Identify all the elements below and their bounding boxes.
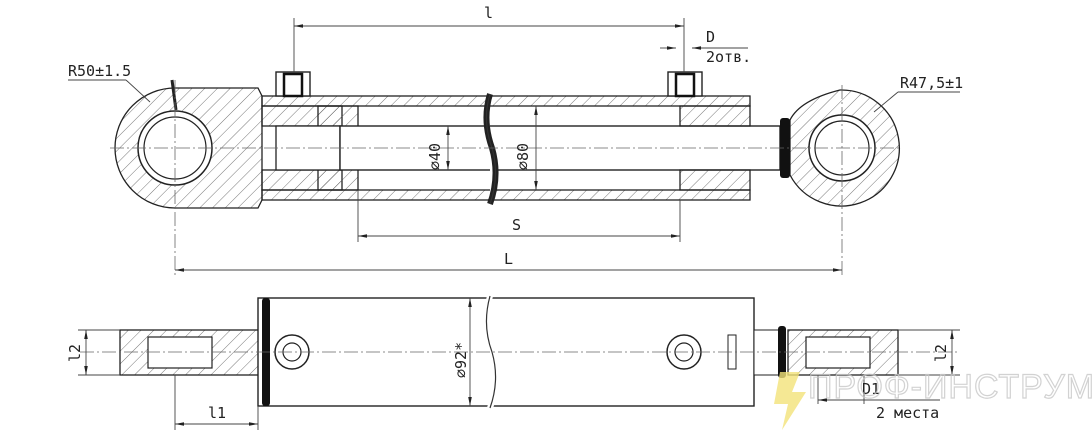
lightning-logo-icon [774, 372, 806, 430]
radius-right-label: R47,5±1 [900, 74, 963, 92]
bottom-plan-view: l2 l1 ⌀92* l2 D1 2 места [66, 295, 960, 430]
rod-diameter-label: ⌀40 [426, 143, 444, 170]
outer-diameter-label: ⌀92* [452, 342, 470, 378]
length-label: L [504, 250, 513, 268]
port-left [275, 71, 311, 97]
dim-l-label: l [484, 4, 493, 22]
radius-left-label: R50±1.5 [68, 62, 131, 80]
port-right [667, 71, 703, 97]
dim-D-label: D [706, 28, 715, 46]
bore-diameter-label: ⌀80 [514, 143, 532, 170]
barrel-wall-top [261, 95, 751, 107]
watermark-text: ПРОФ-ИНСТРУМЕНТ [808, 368, 1092, 406]
dim-l1-label: l1 [208, 404, 226, 422]
rod-gland-top [679, 105, 751, 127]
stroke-label: S [512, 216, 521, 234]
barrel-wall-bottom [261, 189, 751, 201]
dim-l2-right-label: l2 [932, 344, 950, 362]
watermark: ПРОФ-ИНСТРУМЕНТ [774, 367, 1092, 430]
top-section-view: l D 2отв. R50±1.5 R47,5±1 ⌀40 ⌀80 S L [68, 4, 963, 275]
dim-D1-label: D1 [862, 380, 880, 398]
places-note: 2 места [876, 404, 939, 422]
holes-note: 2отв. [706, 48, 751, 66]
rod-gland-bottom [679, 169, 751, 191]
dim-l2-left-label: l2 [66, 344, 84, 362]
